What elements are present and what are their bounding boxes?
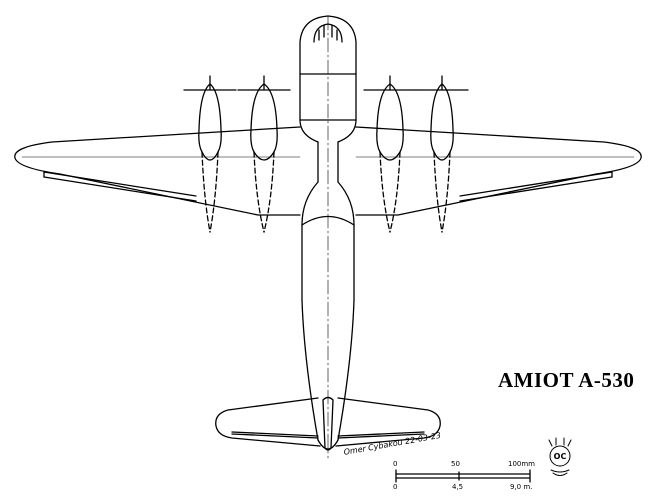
fuselage [299, 15, 357, 459]
scale-top-label-2: 100mm [508, 460, 535, 468]
scale-bar [395, 469, 531, 483]
nacelle-right-outer [415, 75, 469, 233]
horizontal-tail [215, 396, 441, 451]
scale-top-label-1: 50 [451, 460, 460, 468]
nacelle-left-outer [183, 75, 237, 233]
author-logo [548, 437, 572, 476]
wing [14, 126, 642, 216]
scale-bottom-label-2: 9,0 m. [510, 483, 533, 491]
scale-bottom-label-0: 0 [393, 483, 398, 491]
drawing-title: AMIOT A-530 [498, 368, 635, 392]
engine-nacelles [183, 75, 469, 233]
scale-bottom-label-1: 4,5 [452, 483, 464, 491]
logo-initials: OC [554, 452, 567, 461]
nacelle-right-inner [363, 75, 417, 233]
nacelle-left-inner [237, 75, 291, 233]
scale-top-label-0: 0 [393, 460, 398, 468]
